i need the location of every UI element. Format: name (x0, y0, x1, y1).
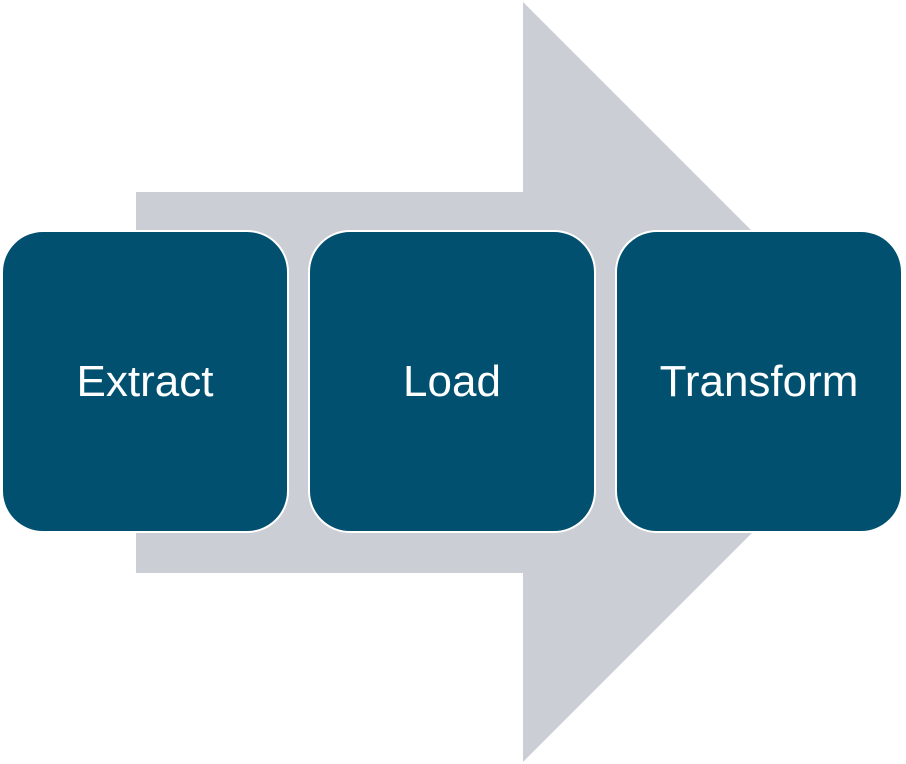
step-extract: Extract (1, 230, 289, 533)
step-transform-label: Transform (659, 356, 859, 406)
step-load-label: Load (403, 356, 501, 406)
step-extract-label: Extract (76, 356, 214, 406)
step-transform: Transform (615, 230, 903, 533)
step-load: Load (308, 230, 596, 533)
